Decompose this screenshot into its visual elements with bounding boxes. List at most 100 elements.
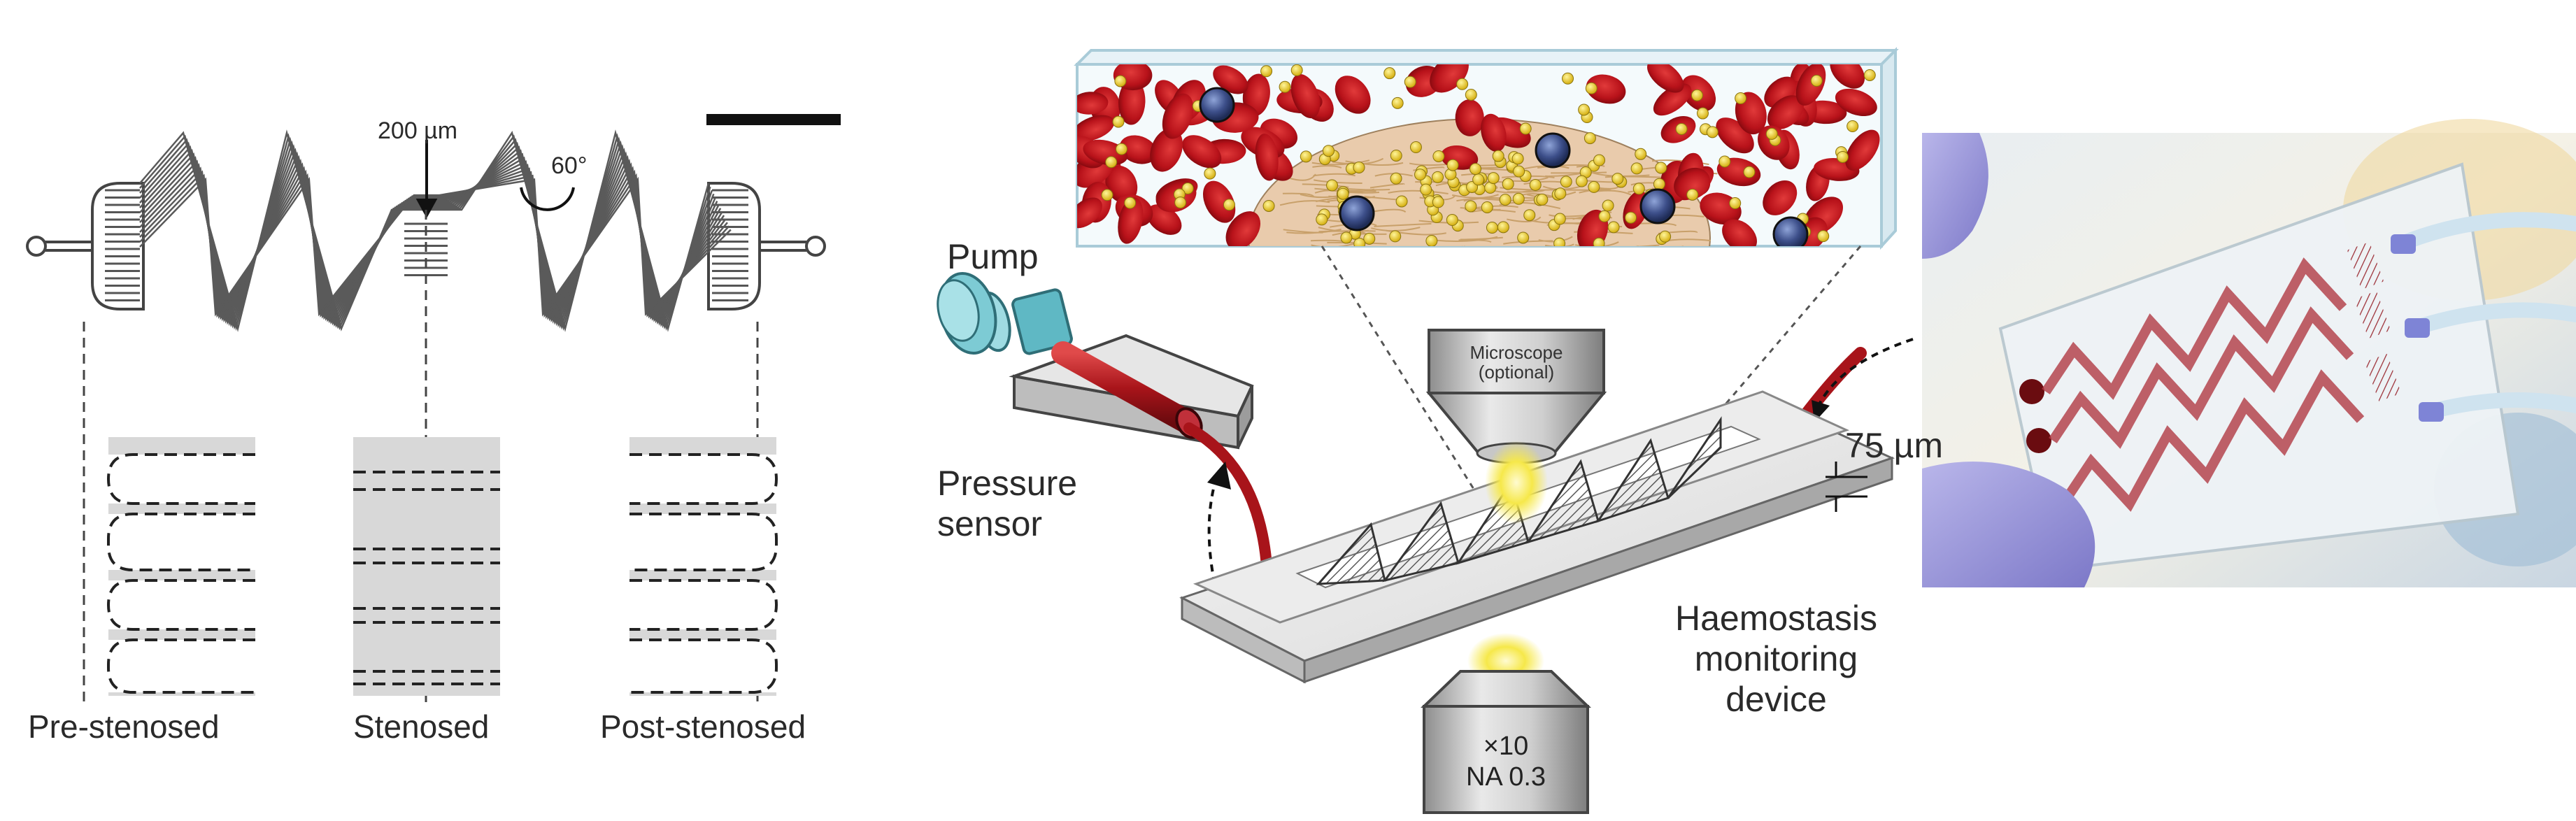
platelet <box>1706 126 1718 138</box>
red-blood-cell <box>1202 180 1236 223</box>
platelet <box>1529 178 1542 191</box>
microscope-label: Microscope(optional) <box>1429 343 1604 382</box>
platelet <box>1718 155 1731 168</box>
red-blood-cell <box>1845 129 1880 171</box>
platelet <box>1409 141 1422 154</box>
platelet <box>1486 222 1498 234</box>
fibrin-strand <box>1311 242 1356 246</box>
fibrin-strand <box>1451 194 1499 199</box>
platelet <box>1465 88 1477 101</box>
leukocytes <box>1199 87 1809 246</box>
region-label-pre: Pre-stenosed <box>28 708 220 745</box>
red-blood-cell <box>1335 76 1371 114</box>
platelet <box>1593 154 1606 166</box>
platelet <box>1659 230 1672 243</box>
region-dash <box>629 638 778 694</box>
platelet <box>1446 159 1459 171</box>
platelet <box>1593 237 1605 246</box>
flow-arrow-right <box>1817 338 1914 406</box>
fibrin-strand <box>1435 236 1498 242</box>
platelet <box>1584 132 1596 145</box>
chip-zig-segment <box>1316 522 1386 585</box>
region-dash <box>106 579 255 631</box>
fibrin-strand <box>1507 216 1542 222</box>
platelet <box>1101 189 1113 201</box>
region-gap <box>629 640 776 692</box>
outlet-port <box>707 182 826 310</box>
region-dash <box>107 513 255 571</box>
red-blood-cell <box>1077 197 1102 229</box>
fibrin-strand <box>1345 160 1404 166</box>
angle-label: 60° <box>551 152 588 179</box>
blood-channel-inset <box>1074 47 1899 252</box>
platelet <box>1432 171 1444 183</box>
platelet <box>1337 187 1349 200</box>
platelet <box>1322 145 1335 157</box>
height-marker <box>1826 462 1867 512</box>
platelet <box>1625 211 1637 224</box>
platelet <box>1512 192 1525 205</box>
region-gap <box>629 514 776 570</box>
platelet <box>1817 230 1830 243</box>
red-blood-cell <box>1795 64 1826 106</box>
red-blood-cell <box>1674 167 1711 200</box>
region-dash <box>629 453 778 505</box>
red-blood-cell <box>1255 134 1279 181</box>
photo-outlet-block <box>2364 353 2402 402</box>
platelet <box>1575 175 1588 187</box>
platelet <box>1513 165 1525 178</box>
red-blood-cell <box>1767 95 1804 130</box>
glove-finger <box>1922 133 1988 259</box>
platelet <box>1691 89 1703 101</box>
red-blood-cell <box>1653 83 1692 116</box>
glass-chip-photo <box>1998 162 2520 572</box>
tube-fittings <box>2391 234 2444 422</box>
platelet <box>1846 120 1859 133</box>
chip-zig-segment <box>1525 459 1600 544</box>
channel-stack-post <box>712 189 748 301</box>
platelet <box>1554 187 1567 200</box>
platelet <box>1390 149 1402 162</box>
platelet <box>1114 75 1127 87</box>
platelet <box>1588 180 1600 193</box>
micLabel-line-0: Microscope <box>1470 342 1563 363</box>
pump-label: Pump <box>947 237 1039 276</box>
micLabel-line-1: (optional) <box>1478 362 1555 383</box>
panel-b-setup <box>937 47 1914 814</box>
inlet-port <box>26 182 145 310</box>
photo-port <box>2019 379 2044 404</box>
platelet <box>1260 65 1273 78</box>
red-blood-cell <box>1763 180 1798 215</box>
red-blood-cell <box>1118 197 1144 244</box>
fibrin-strand <box>1313 173 1355 177</box>
region-box <box>353 437 500 696</box>
pump <box>937 271 1073 355</box>
fibrin-strand <box>1526 191 1577 198</box>
platelet <box>1472 173 1485 186</box>
region-gap <box>108 580 255 629</box>
platelet <box>1316 213 1328 226</box>
fibrin-strand <box>1311 159 1370 166</box>
platelet <box>1112 115 1125 128</box>
fibrin-strand <box>1507 188 1546 193</box>
fibrin-strand <box>1279 200 1330 206</box>
platelet <box>1414 169 1427 181</box>
region-gap <box>629 455 776 504</box>
leukocyte <box>1535 132 1571 169</box>
platelet <box>1686 188 1699 201</box>
platelet <box>1124 197 1137 209</box>
panel-c-device-photo <box>1922 119 2576 587</box>
red-blood-cell <box>1182 135 1222 169</box>
platelet <box>1810 74 1823 87</box>
platelet <box>1553 213 1566 225</box>
fibrin-strand <box>1281 248 1318 252</box>
angle-arc <box>520 187 575 211</box>
platelet <box>1465 200 1477 213</box>
region-label-post: Post-stenosed <box>600 708 806 745</box>
dimension-label: 200 µm <box>378 117 458 144</box>
photo-port <box>2026 428 2051 453</box>
red-blood-cell <box>1077 92 1109 115</box>
panel-a-device-schematic <box>26 114 841 703</box>
